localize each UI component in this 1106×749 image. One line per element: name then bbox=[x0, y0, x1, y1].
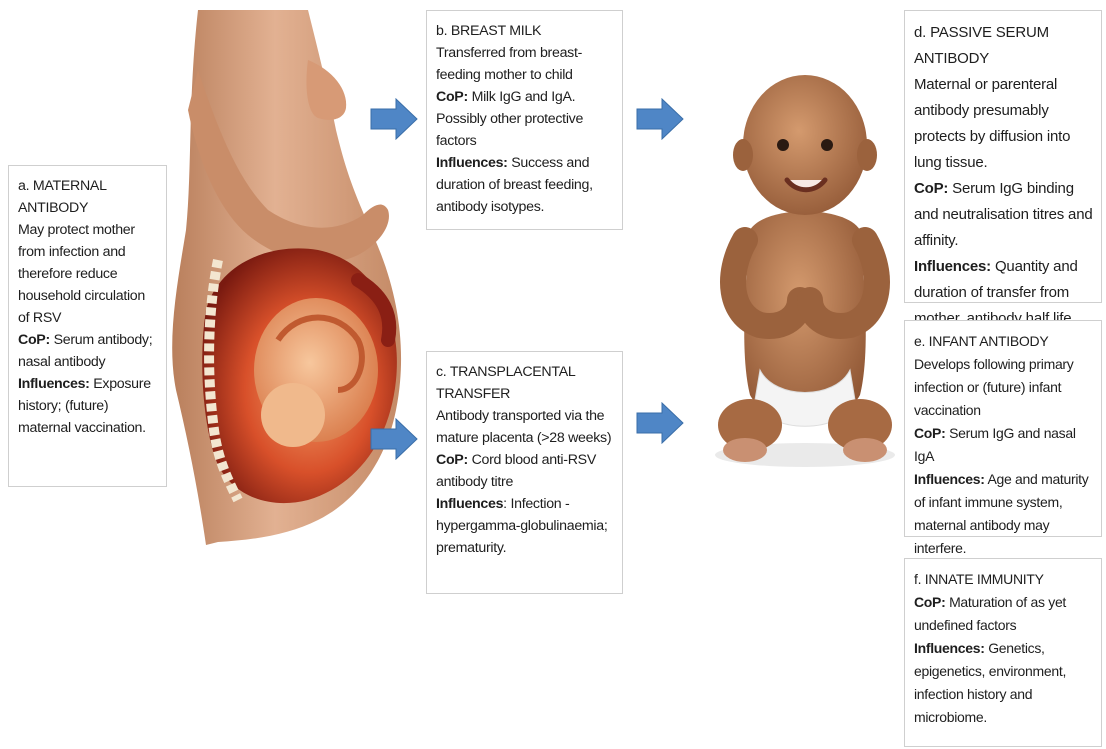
box-infant-antibody: e. INFANT ANTIBODY Develops following pr… bbox=[904, 320, 1102, 537]
box-heading: a. MATERNAL ANTIBODY bbox=[18, 175, 158, 219]
arrow-b-to-infant bbox=[636, 98, 684, 140]
influences-line: Influences: Success and duration of brea… bbox=[436, 152, 614, 218]
cop-label: CoP: bbox=[18, 332, 50, 348]
cop-line: CoP: Maturation of as yet undefined fact… bbox=[914, 591, 1093, 637]
cop-label: CoP: bbox=[914, 425, 945, 441]
box-breast-milk: b. BREAST MILK Transferred from breast-f… bbox=[426, 10, 623, 230]
box-passive-serum-antibody: d. PASSIVE SERUM ANTIBODY Maternal or pa… bbox=[904, 10, 1102, 303]
cop-line: CoP: Serum antibody; nasal antibody bbox=[18, 329, 158, 373]
arrow-a-to-b bbox=[370, 98, 418, 140]
influences-label: Influences bbox=[436, 496, 503, 512]
cop-label: CoP: bbox=[914, 180, 948, 197]
box-description: May protect mother from infection and th… bbox=[18, 219, 158, 329]
pregnant-mother-illustration bbox=[158, 10, 426, 545]
box-description: Antibody transported via the mature plac… bbox=[436, 405, 614, 449]
box-heading: e. INFANT ANTIBODY bbox=[914, 330, 1093, 353]
cop-label: CoP: bbox=[436, 452, 468, 468]
cop-line: CoP: Milk IgG and IgA. Possibly other pr… bbox=[436, 86, 614, 152]
cop-line: CoP: Serum IgG binding and neutralisatio… bbox=[914, 176, 1093, 254]
cop-label: CoP: bbox=[436, 89, 468, 105]
box-description: Maternal or parenteral antibody presumab… bbox=[914, 72, 1093, 176]
box-heading: b. BREAST MILK bbox=[436, 20, 614, 42]
influences-label: Influences: bbox=[914, 640, 985, 656]
box-maternal-antibody: a. MATERNAL ANTIBODY May protect mother … bbox=[8, 165, 167, 487]
box-description: Transferred from breast-feeding mother t… bbox=[436, 42, 614, 86]
influences-label: Influences: bbox=[18, 376, 90, 392]
influences-label: Influences: bbox=[436, 155, 508, 171]
box-description: Develops following primary infection or … bbox=[914, 353, 1093, 422]
box-heading: c. TRANSPLACENTAL TRANSFER bbox=[436, 361, 614, 405]
influences-line: Influences: Genetics, epigenetics, envir… bbox=[914, 637, 1093, 729]
infant-illustration bbox=[705, 55, 905, 475]
cop-line: CoP: Serum IgG and nasal IgA bbox=[914, 422, 1093, 468]
box-transplacental-transfer: c. TRANSPLACENTAL TRANSFER Antibody tran… bbox=[426, 351, 623, 594]
box-innate-immunity: f. INNATE IMMUNITY CoP: Maturation of as… bbox=[904, 558, 1102, 747]
influences-label: Influences: bbox=[914, 258, 991, 275]
influences-line: Influences: Infection - hypergamma-globu… bbox=[436, 493, 614, 559]
arrow-a-to-c bbox=[370, 418, 418, 460]
influences-line: Influences: Age and maturity of infant i… bbox=[914, 468, 1093, 560]
cop-label: CoP: bbox=[914, 594, 945, 610]
box-heading: f. INNATE IMMUNITY bbox=[914, 568, 1093, 591]
cop-line: CoP: Cord blood anti-RSV antibody titre bbox=[436, 449, 614, 493]
arrow-c-to-infant bbox=[636, 402, 684, 444]
box-heading: d. PASSIVE SERUM ANTIBODY bbox=[914, 20, 1093, 72]
influences-line: Influences: Exposure history; (future) m… bbox=[18, 373, 158, 439]
influences-label: Influences: bbox=[914, 471, 985, 487]
